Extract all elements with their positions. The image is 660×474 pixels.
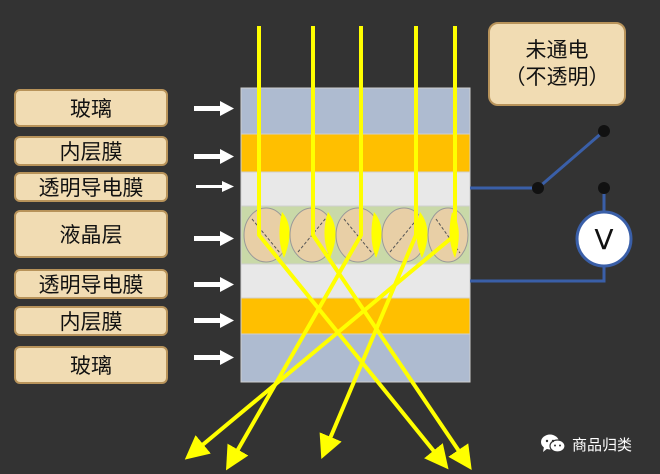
power-state-box: 未通电 （不透明）	[488, 22, 626, 106]
watermark: 商品归类	[540, 430, 632, 458]
pointer-arrows	[194, 101, 234, 365]
lc-molecule	[335, 207, 382, 263]
right-arrow-icon	[194, 313, 234, 328]
right-arrow-icon	[194, 277, 234, 292]
right-arrow-icon	[194, 231, 234, 246]
circuit-wire-bottom	[470, 262, 606, 283]
conductive-film-layer-top	[240, 171, 471, 207]
watermark-text: 商品归类	[572, 435, 633, 454]
layer-label-liquid-crystal: 液晶层	[14, 210, 168, 258]
switch-contacts	[532, 125, 610, 194]
open-switch	[537, 129, 605, 190]
voltmeter: V	[575, 210, 633, 268]
layer-label-glass-bottom: 玻璃	[14, 346, 168, 384]
right-arrow-icon	[194, 149, 234, 164]
layer-label-inner-film-top: 内层膜	[14, 136, 168, 166]
liquid-crystal-molecules	[243, 207, 469, 263]
right-arrow-icon	[196, 181, 234, 192]
power-state-line2: （不透明）	[504, 65, 610, 89]
light-ray	[311, 26, 472, 470]
lc-molecule	[243, 207, 290, 263]
layer-label-inner-film-bottom: 内层膜	[14, 306, 168, 336]
light-ray	[257, 26, 449, 470]
right-arrow-icon	[194, 101, 234, 116]
power-state-line1: 未通电	[525, 37, 589, 62]
layer-label-glass-top: 玻璃	[14, 89, 168, 127]
light-ray	[184, 26, 457, 460]
glass-layer-top	[240, 87, 471, 135]
right-arrow-icon	[194, 350, 234, 365]
voltmeter-label: V	[594, 223, 613, 256]
lc-molecule	[381, 207, 428, 263]
light-rays	[184, 26, 472, 471]
inner-film-layer-top	[240, 133, 471, 173]
wechat-icon	[541, 434, 566, 453]
layer-label-conductive-film-bottom: 透明导电膜	[14, 269, 168, 299]
light-ray	[319, 26, 418, 460]
conductive-film-layer-bottom	[240, 263, 471, 299]
circuit	[470, 129, 606, 283]
layer-label-conductive-film-top: 透明导电膜	[14, 172, 168, 202]
